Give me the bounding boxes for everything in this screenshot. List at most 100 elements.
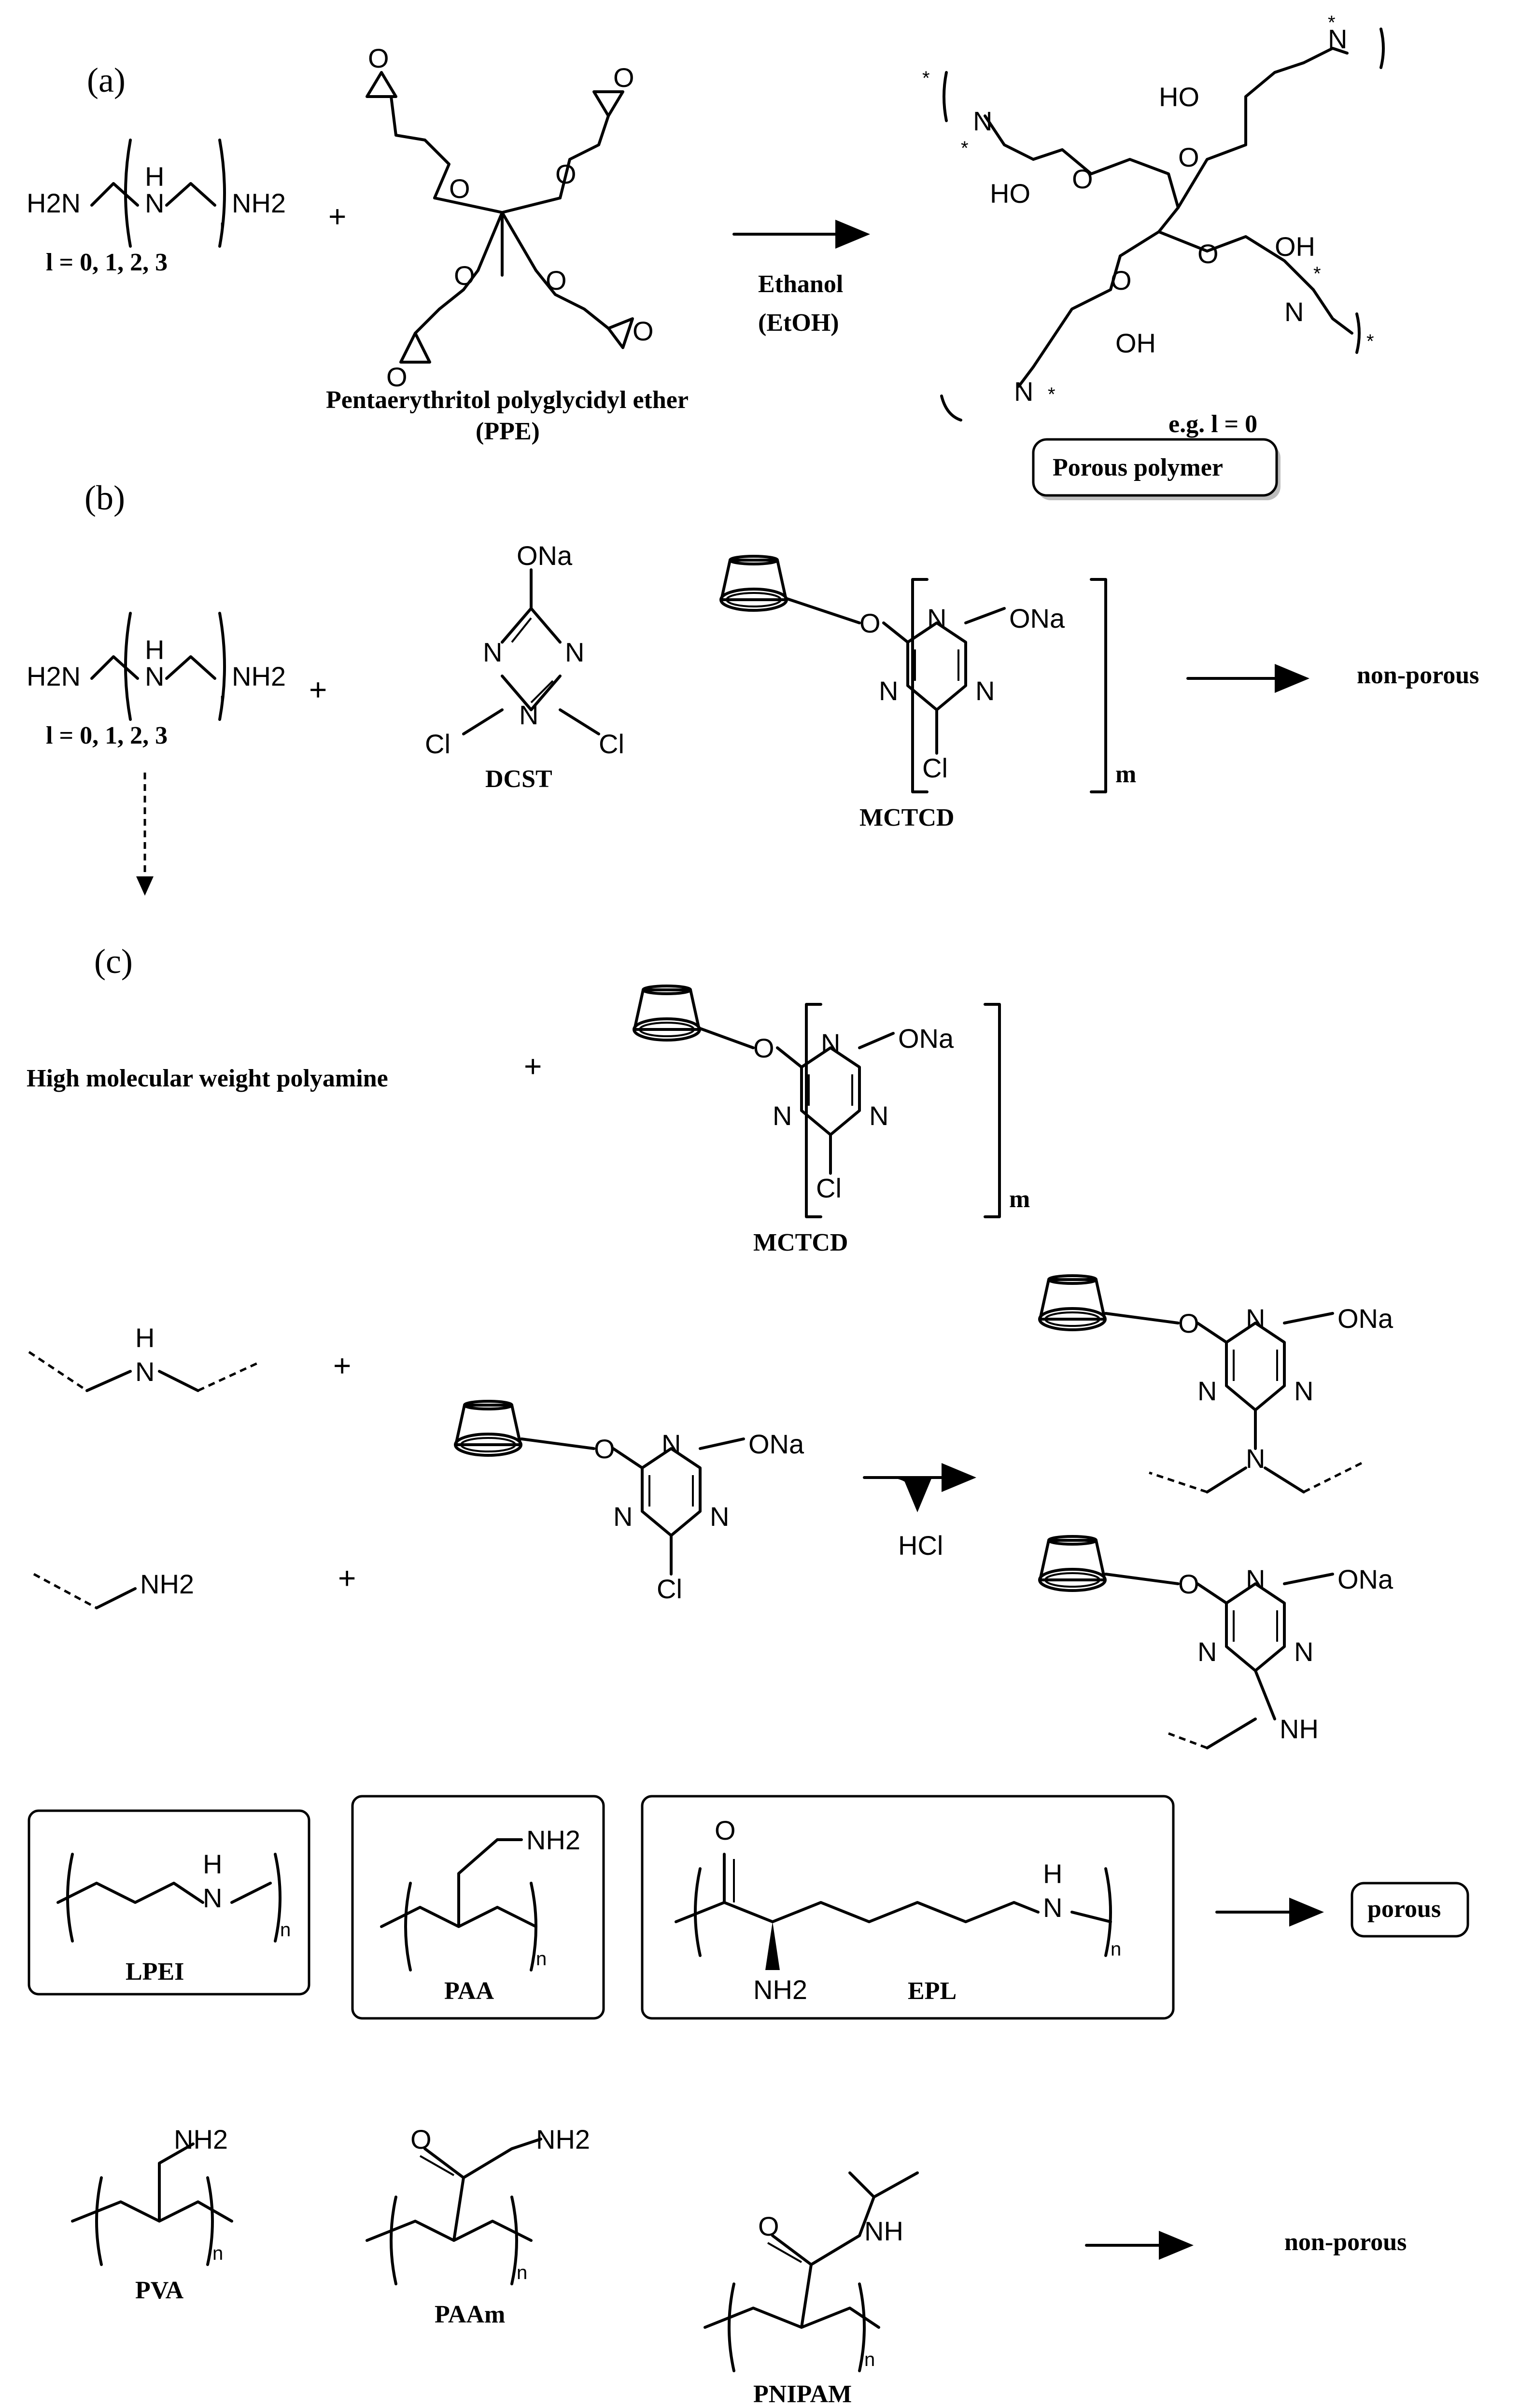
- mctcd-c-double: [808, 1074, 853, 1106]
- p2-nh: NH: [1280, 1714, 1319, 1744]
- dcst-n-3: N: [519, 700, 538, 730]
- cyclodextrin-icon-c2: [455, 1401, 521, 1455]
- ppe-o-7: O: [386, 362, 408, 392]
- paam-chain: [366, 2138, 542, 2242]
- example-label: e.g. l = 0: [1168, 410, 1257, 438]
- star-5: *: [1366, 331, 1374, 352]
- pri-amine-nh2: NH2: [140, 1569, 194, 1599]
- p2-ona: ONa: [1337, 1564, 1393, 1594]
- cyclodextrin-icon-p2: [1040, 1536, 1105, 1591]
- pp-n-4: N: [1014, 376, 1033, 407]
- epl-nh2: NH2: [753, 1974, 807, 2005]
- pri-amine-dash: [33, 1573, 98, 1609]
- pva-chain: [71, 2142, 233, 2223]
- pp-o-2: O: [1178, 142, 1199, 172]
- pp-oh-1: OH: [1275, 231, 1315, 262]
- mono-o: O: [594, 1434, 615, 1464]
- p1-o: O: [1178, 1308, 1199, 1338]
- amine-nh2: NH2: [232, 188, 286, 218]
- amine-h2n: H2N: [27, 188, 81, 218]
- plus-c: +: [524, 1049, 542, 1084]
- epl-wedge: [765, 1922, 780, 1970]
- epl-chain: [675, 1853, 1112, 1923]
- p1-double: [1233, 1350, 1278, 1381]
- plus-c2: +: [333, 1348, 351, 1383]
- mctcd-b-bracket-r: [1090, 578, 1107, 793]
- bracket-left-b: [124, 612, 132, 721]
- pp-o-3: O: [1111, 265, 1132, 296]
- amine-chain-a2: [165, 182, 216, 207]
- p2-n-2: N: [1197, 1636, 1217, 1667]
- p2-n-3: N: [1294, 1636, 1313, 1667]
- mctcd-b-cl: Cl: [922, 753, 948, 783]
- hcl-curve-arrow: [897, 1476, 932, 1512]
- ppe-structure: [366, 71, 634, 364]
- pnipam-label: PNIPAM: [753, 2380, 852, 2408]
- epl-label: EPL: [908, 1977, 957, 2005]
- pp-o-1: O: [1072, 164, 1093, 194]
- p2-bonds: [1104, 1573, 1334, 1749]
- lpei-brackets: [66, 1853, 281, 1943]
- section-b-label: (b): [84, 479, 125, 517]
- epl-box: [641, 1795, 1175, 2020]
- paam-o: O: [410, 2124, 432, 2155]
- pp-oh-2: OH: [1115, 328, 1156, 358]
- pnipam-chain: [704, 2171, 919, 2329]
- bracket-right-a: [218, 139, 226, 248]
- subscript-m-b: m: [1115, 760, 1136, 788]
- paa-label: PAA: [444, 1977, 494, 2005]
- paam-n-sub: n: [517, 2262, 527, 2283]
- cyclodextrin-icon-b: [721, 556, 787, 610]
- subscript-l-a: l: [220, 220, 224, 241]
- l-values-a: l = 0, 1, 2, 3: [46, 249, 168, 276]
- ppe-o-3: O: [449, 173, 470, 204]
- amine-n: N: [145, 188, 164, 218]
- pva-label: PVA: [135, 2277, 184, 2304]
- hcl-label: HCl: [898, 1530, 943, 1561]
- ppe-o-4: O: [555, 159, 577, 189]
- amine-chain-b: [90, 655, 139, 680]
- amine-h: H: [145, 161, 164, 192]
- pri-amine-bond: [95, 1587, 137, 1609]
- mono-n-3: N: [710, 1501, 729, 1532]
- p1-n-1: N: [1246, 1303, 1265, 1334]
- sec-amine-dash-r: [197, 1360, 262, 1392]
- amine-b-n: N: [145, 661, 164, 691]
- star-3: *: [1328, 12, 1336, 33]
- non-porous-c: non-porous: [1284, 2228, 1407, 2256]
- pnipam-brackets: [728, 2282, 866, 2372]
- ppe-abbr: (PPE): [476, 418, 540, 445]
- amine-chain-a: [90, 182, 139, 207]
- subscript-l-b: l: [220, 693, 224, 714]
- pva-brackets: [95, 2176, 214, 2266]
- p2-o: O: [1178, 1569, 1199, 1599]
- mctcd-b-double: [914, 649, 959, 681]
- mono-double: [648, 1475, 694, 1507]
- mctcd-c-bracket-l: [805, 1003, 822, 1218]
- mctcd-c-bonds: [699, 1027, 895, 1175]
- pp-n-1: N: [973, 106, 992, 136]
- cyclodextrin-icon-c: [634, 986, 700, 1040]
- lpei-chain: [56, 1882, 272, 1904]
- paa-brackets: [404, 1882, 537, 1971]
- mctcd-b-n-3: N: [975, 676, 995, 706]
- mono-n-2: N: [613, 1501, 633, 1532]
- epl-n: N: [1043, 1892, 1062, 1923]
- solvent-label: Ethanol: [758, 270, 843, 298]
- ppe-o-6: O: [546, 265, 567, 296]
- p2-n-1: N: [1246, 1564, 1265, 1594]
- pva-nh2: NH2: [174, 2124, 228, 2155]
- p1-n-left: [1206, 1466, 1247, 1493]
- mono-ona: ONa: [748, 1429, 804, 1459]
- epl-brackets: [694, 1867, 1112, 1957]
- amine-chain-b2: [165, 655, 216, 680]
- mctcd-c-n-3: N: [869, 1100, 888, 1131]
- pp-n-2: N: [1328, 24, 1347, 54]
- ppe-o-1: O: [368, 43, 389, 73]
- p1-bonds: [1104, 1312, 1334, 1493]
- paam-label: PAAm: [435, 2301, 505, 2328]
- mctcd-b-bracket-l: [911, 578, 929, 793]
- p1-ona: ONa: [1337, 1303, 1393, 1334]
- lpei-n-sub: n: [280, 1919, 291, 1941]
